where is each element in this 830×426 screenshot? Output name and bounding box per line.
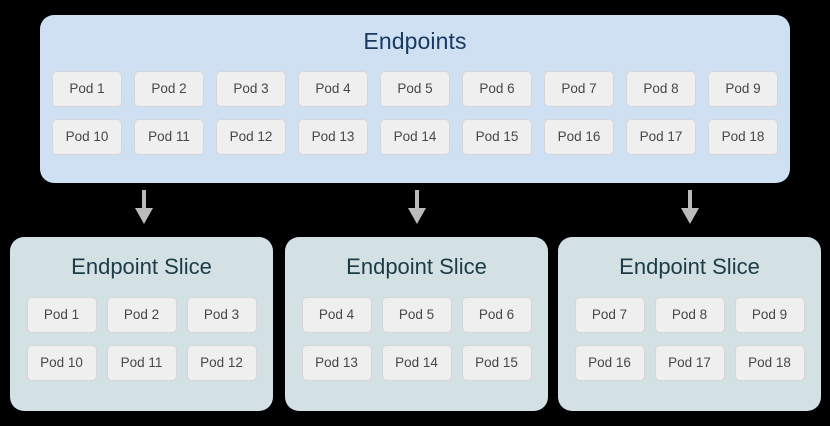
pod-box: Pod 16 xyxy=(574,345,645,381)
endpoint-slice-container-2: Endpoint Slice Pod 4 Pod 5 Pod 6 Pod 13 … xyxy=(285,237,548,411)
pod-box: Pod 5 xyxy=(380,71,450,107)
slice-pod-row-1: Pod 1 Pod 2 Pod 3 xyxy=(10,297,273,333)
pod-box: Pod 5 xyxy=(381,297,452,333)
pod-box: Pod 14 xyxy=(380,119,450,155)
endpoint-slice-title: Endpoint Slice xyxy=(71,254,212,279)
arrow-down-icon xyxy=(681,190,699,224)
pod-box: Pod 15 xyxy=(461,345,532,381)
pod-box: Pod 12 xyxy=(216,119,286,155)
arrow-down-icon xyxy=(408,190,426,224)
pod-box: Pod 10 xyxy=(26,345,97,381)
pod-box: Pod 11 xyxy=(106,345,177,381)
slice-pod-row-2: Pod 10 Pod 11 Pod 12 xyxy=(10,345,273,381)
pod-box: Pod 4 xyxy=(301,297,372,333)
pod-box: Pod 1 xyxy=(52,71,122,107)
endpoint-slice-title: Endpoint Slice xyxy=(346,254,487,279)
pod-box: Pod 8 xyxy=(626,71,696,107)
pod-box: Pod 2 xyxy=(106,297,177,333)
pod-box: Pod 17 xyxy=(626,119,696,155)
pod-box: Pod 13 xyxy=(301,345,372,381)
pod-box: Pod 14 xyxy=(381,345,452,381)
slice-pod-row-2: Pod 13 Pod 14 Pod 15 xyxy=(285,345,548,381)
pod-box: Pod 1 xyxy=(26,297,97,333)
pod-box: Pod 13 xyxy=(298,119,368,155)
pod-box: Pod 18 xyxy=(734,345,805,381)
pod-box: Pod 16 xyxy=(544,119,614,155)
pod-box: Pod 6 xyxy=(461,297,532,333)
endpoints-pod-row-2: Pod 10 Pod 11 Pod 12 Pod 13 Pod 14 Pod 1… xyxy=(40,119,790,155)
endpoint-slice-container-3: Endpoint Slice Pod 7 Pod 8 Pod 9 Pod 16 … xyxy=(558,237,821,411)
pod-box: Pod 9 xyxy=(708,71,778,107)
pod-box: Pod 9 xyxy=(734,297,805,333)
pod-box: Pod 17 xyxy=(654,345,725,381)
slice-pod-row-2: Pod 16 Pod 17 Pod 18 xyxy=(558,345,821,381)
pod-box: Pod 11 xyxy=(134,119,204,155)
endpoint-slice-title: Endpoint Slice xyxy=(619,254,760,279)
endpoints-pod-row-1: Pod 1 Pod 2 Pod 3 Pod 4 Pod 5 Pod 6 Pod … xyxy=(40,71,790,107)
pod-box: Pod 2 xyxy=(134,71,204,107)
pod-box: Pod 3 xyxy=(216,71,286,107)
pod-box: Pod 7 xyxy=(574,297,645,333)
endpoint-slice-container-1: Endpoint Slice Pod 1 Pod 2 Pod 3 Pod 10 … xyxy=(10,237,273,411)
endpoints-container: Endpoints Pod 1 Pod 2 Pod 3 Pod 4 Pod 5 … xyxy=(40,15,790,183)
slice-pod-row-1: Pod 7 Pod 8 Pod 9 xyxy=(558,297,821,333)
pod-box: Pod 12 xyxy=(186,345,257,381)
pod-box: Pod 10 xyxy=(52,119,122,155)
pod-box: Pod 3 xyxy=(186,297,257,333)
endpoints-title: Endpoints xyxy=(363,28,467,54)
pod-box: Pod 15 xyxy=(462,119,532,155)
slice-pod-row-1: Pod 4 Pod 5 Pod 6 xyxy=(285,297,548,333)
pod-box: Pod 4 xyxy=(298,71,368,107)
pod-box: Pod 6 xyxy=(462,71,532,107)
pod-box: Pod 18 xyxy=(708,119,778,155)
arrow-down-icon xyxy=(135,190,153,224)
pod-box: Pod 7 xyxy=(544,71,614,107)
pod-box: Pod 8 xyxy=(654,297,725,333)
